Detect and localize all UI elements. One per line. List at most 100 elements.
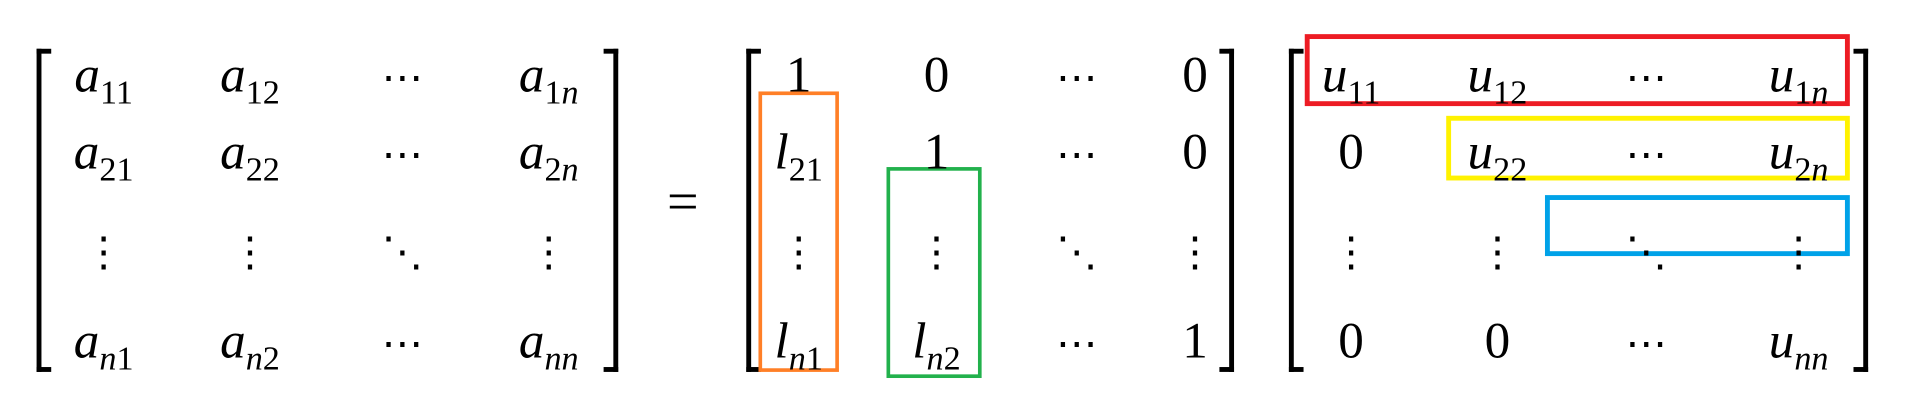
matrix-u-left-bracket (1288, 48, 1304, 372)
entry-value: 2 (1794, 151, 1812, 190)
entry-subscript: n1 (99, 340, 133, 378)
entry-value: 21 (788, 151, 823, 190)
entry-ellipsis: ⋯ (381, 53, 424, 103)
matrix-u-entry: u12 (1467, 47, 1528, 110)
matrix-u-entry: 0 (1485, 316, 1511, 367)
entry-value: 2 (262, 340, 280, 379)
entry-symbol: a (73, 313, 100, 370)
entry-ellipsis: ⋯ (381, 130, 424, 180)
entry-subscript: 21 (789, 151, 823, 189)
l-column-2-highlight (886, 167, 982, 379)
entry-value: n (99, 340, 117, 379)
matrix-a-entry: ⋯ (382, 50, 423, 101)
matrix-u-entry: ⋱ (1625, 224, 1666, 275)
matrix-l-entry: l21 (774, 124, 823, 187)
entry-subscript: nn (1794, 340, 1828, 378)
entry-symbol: a (73, 124, 100, 181)
matrix-a-entry: ⋮ (229, 224, 270, 275)
entry-ellipsis: ⋯ (381, 319, 424, 369)
matrix-l-entry: ln2 (912, 313, 960, 376)
entry-value: 22 (1493, 151, 1528, 190)
entry-subscript: 2n (544, 151, 578, 189)
entry-value: 1 (116, 340, 134, 379)
matrix-a-entry: ann (518, 313, 579, 376)
matrix-l-entry: 0 (1182, 50, 1208, 101)
entry-symbol: u (1768, 313, 1795, 370)
matrix-u-entry: u11 (1321, 47, 1380, 110)
entry-subscript: 22 (1493, 151, 1527, 189)
matrix-a-entry: ⋱ (382, 224, 423, 275)
entry-ellipsis: ⋮ (1330, 228, 1372, 277)
matrix-l-entry: 0 (1182, 127, 1208, 178)
matrix-l-entry: 1 (924, 127, 950, 178)
l-column-1-highlight (758, 91, 839, 372)
entry-value: n (1811, 74, 1829, 113)
entry-ellipsis: ⋯ (1056, 319, 1098, 369)
entry-value: 0 (923, 47, 950, 104)
entry-value: 1 (923, 124, 950, 181)
entry-ellipsis: ⋱ (1056, 228, 1098, 277)
entry-ellipsis: ⋱ (1625, 228, 1667, 277)
entry-subscript: 21 (99, 151, 133, 189)
entry-value: 0 (1338, 313, 1364, 370)
entry-symbol: a (518, 124, 545, 181)
matrix-u-entry: u2n (1768, 124, 1829, 187)
entry-ellipsis: ⋮ (915, 228, 958, 277)
entry-value: n (1811, 151, 1829, 190)
matrix-a-right-bracket (603, 48, 619, 372)
entry-ellipsis: ⋯ (1056, 130, 1098, 180)
matrix-u-entry: ⋮ (1330, 224, 1371, 275)
entry-ellipsis: ⋱ (381, 228, 424, 277)
matrix-u-right-bracket (1853, 48, 1869, 372)
entry-value: n (245, 340, 263, 379)
entry-value: nn (544, 340, 579, 379)
entry-value: 1 (785, 47, 812, 104)
entry-value: 1 (544, 74, 562, 113)
entry-subscript: 1n (544, 74, 578, 112)
matrix-u-entry: ⋮ (1778, 224, 1819, 275)
entry-subscript: n2 (246, 340, 280, 378)
entry-symbol: u (1321, 47, 1348, 104)
entry-value: 0 (1338, 124, 1364, 181)
matrix-u-entry: ⋯ (1625, 316, 1666, 367)
entry-ellipsis: ⋮ (1476, 228, 1519, 277)
entry-symbol: u (1467, 47, 1494, 104)
entry-value: 0 (1484, 313, 1511, 370)
matrix-a-entry: a21 (73, 124, 134, 187)
matrix-u-entry: ⋯ (1625, 127, 1666, 178)
matrix-u-entry: ⋯ (1625, 50, 1666, 101)
matrix-a-entry: a11 (74, 47, 132, 110)
u-row-3-highlight (1544, 195, 1850, 257)
entry-subscript: 1n (1794, 74, 1828, 112)
matrix-a-entry: a1n (519, 50, 579, 110)
matrix-a-left-bracket (36, 48, 52, 372)
matrix-l-left-bracket (746, 48, 761, 372)
matrix-l-entry: ⋯ (1056, 50, 1097, 101)
matrix-l-entry: ⋮ (1174, 224, 1215, 275)
entry-ellipsis: ⋮ (229, 228, 271, 277)
matrix-u-entry: unn (1768, 313, 1829, 376)
matrix-a-entry: ⋮ (83, 224, 124, 275)
entry-symbol: u (1768, 124, 1795, 181)
matrix-u-entry: 0 (1338, 127, 1364, 178)
entry-subscript: 12 (246, 74, 280, 112)
entry-symbol: u (1768, 47, 1795, 104)
entry-symbol: a (518, 313, 545, 370)
entry-subscript: 22 (246, 151, 280, 189)
matrix-l-right-bracket (1219, 48, 1235, 372)
entry-subscript: 12 (1493, 74, 1527, 112)
matrix-u-entry: u1n (1768, 47, 1829, 110)
equals-sign: = (667, 170, 699, 233)
entry-ellipsis: ⋮ (82, 228, 125, 277)
u-row-1-highlight (1304, 34, 1850, 107)
entry-value: n (561, 74, 579, 113)
entry-symbol: a (74, 47, 101, 104)
entry-symbol: l (774, 124, 789, 181)
matrix-l-entry: ln1 (775, 316, 823, 376)
entry-symbol: l (912, 313, 927, 370)
matrix-u-entry: u22 (1468, 127, 1528, 187)
entry-ellipsis: ⋯ (1625, 319, 1667, 369)
entry-value: n (561, 151, 579, 190)
entry-value: 0 (1182, 124, 1208, 181)
